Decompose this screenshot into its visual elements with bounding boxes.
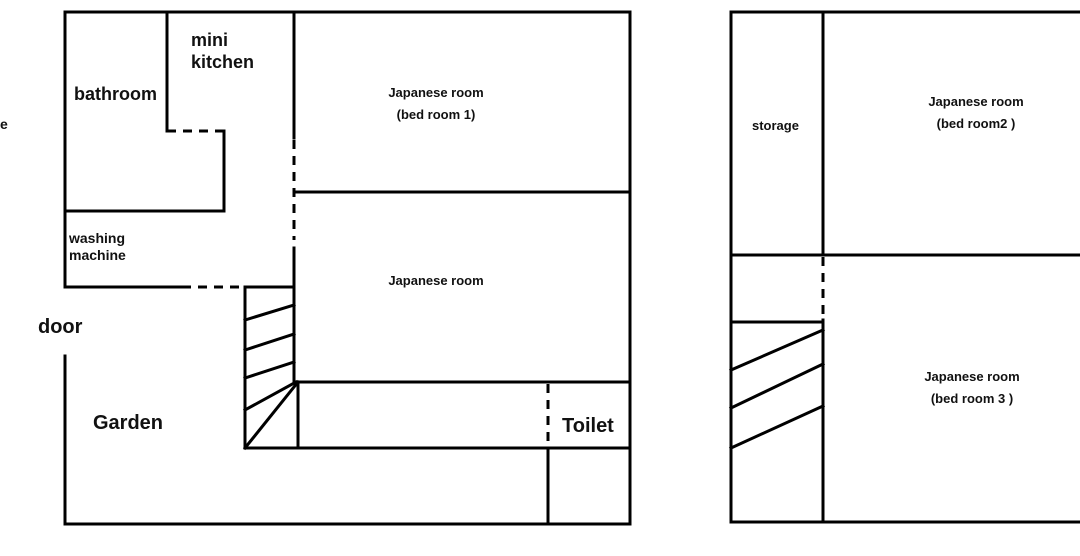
upper-outer-wall: [729, 10, 1080, 524]
japanese-room-middle-label: Japanese room: [388, 273, 484, 288]
upper-floor-plan: [728, 10, 1080, 524]
japanese-room-bedroom3-subtitle: (bed room 3 ): [930, 390, 1014, 406]
garden-label: Garden: [93, 412, 164, 434]
upper-stair-tread-3: [729, 404, 825, 450]
japanese-room-bedroom1-title: Japanese room: [388, 85, 484, 100]
stair-landing-diagonal: [242, 379, 301, 451]
upper-stair-tread-2: [728, 361, 826, 411]
upper-stair-tread-1: [729, 328, 825, 372]
japanese-room-bedroom3-label: Japanese room (bed room 3 ): [922, 369, 1022, 406]
toilet-label: Toilet: [562, 415, 614, 437]
japanese-room-bedroom2-title: Japanese room: [928, 94, 1024, 109]
bathroom-label: bathroom: [74, 84, 157, 104]
storage-label: storage: [752, 118, 799, 133]
japanese-room-bedroom1-subtitle: (bed room 1): [396, 106, 476, 122]
door-label: door: [38, 316, 83, 338]
mini-kitchen-label-line2: kitchen: [191, 51, 255, 72]
washing-machine-label-line1: washing: [69, 230, 126, 246]
stair-tread-2: [243, 332, 296, 352]
japanese-room-bedroom2-subtitle: (bed room2 ): [936, 115, 1016, 131]
washing-machine-label-line2: machine: [69, 246, 126, 263]
stair-tread-4: [242, 379, 299, 413]
washing-machine-label: washing machine: [69, 230, 126, 264]
stair-tread-3: [243, 360, 296, 380]
japanese-room-bedroom2-label: Japanese room (bed room2 ): [926, 94, 1026, 131]
mini-kitchen-label-line1: mini: [191, 30, 229, 50]
japanese-room-bedroom3-title: Japanese room: [924, 369, 1020, 384]
outer-wall: [63, 10, 632, 526]
stair-tread-1: [243, 303, 296, 322]
japanese-room-bedroom1-label: Japanese room (bed room 1): [386, 85, 486, 122]
edge-fragment-label: e: [0, 116, 8, 132]
mini-kitchen-label: mini kitchen: [191, 30, 254, 73]
ground-floor-plan: [63, 10, 632, 526]
